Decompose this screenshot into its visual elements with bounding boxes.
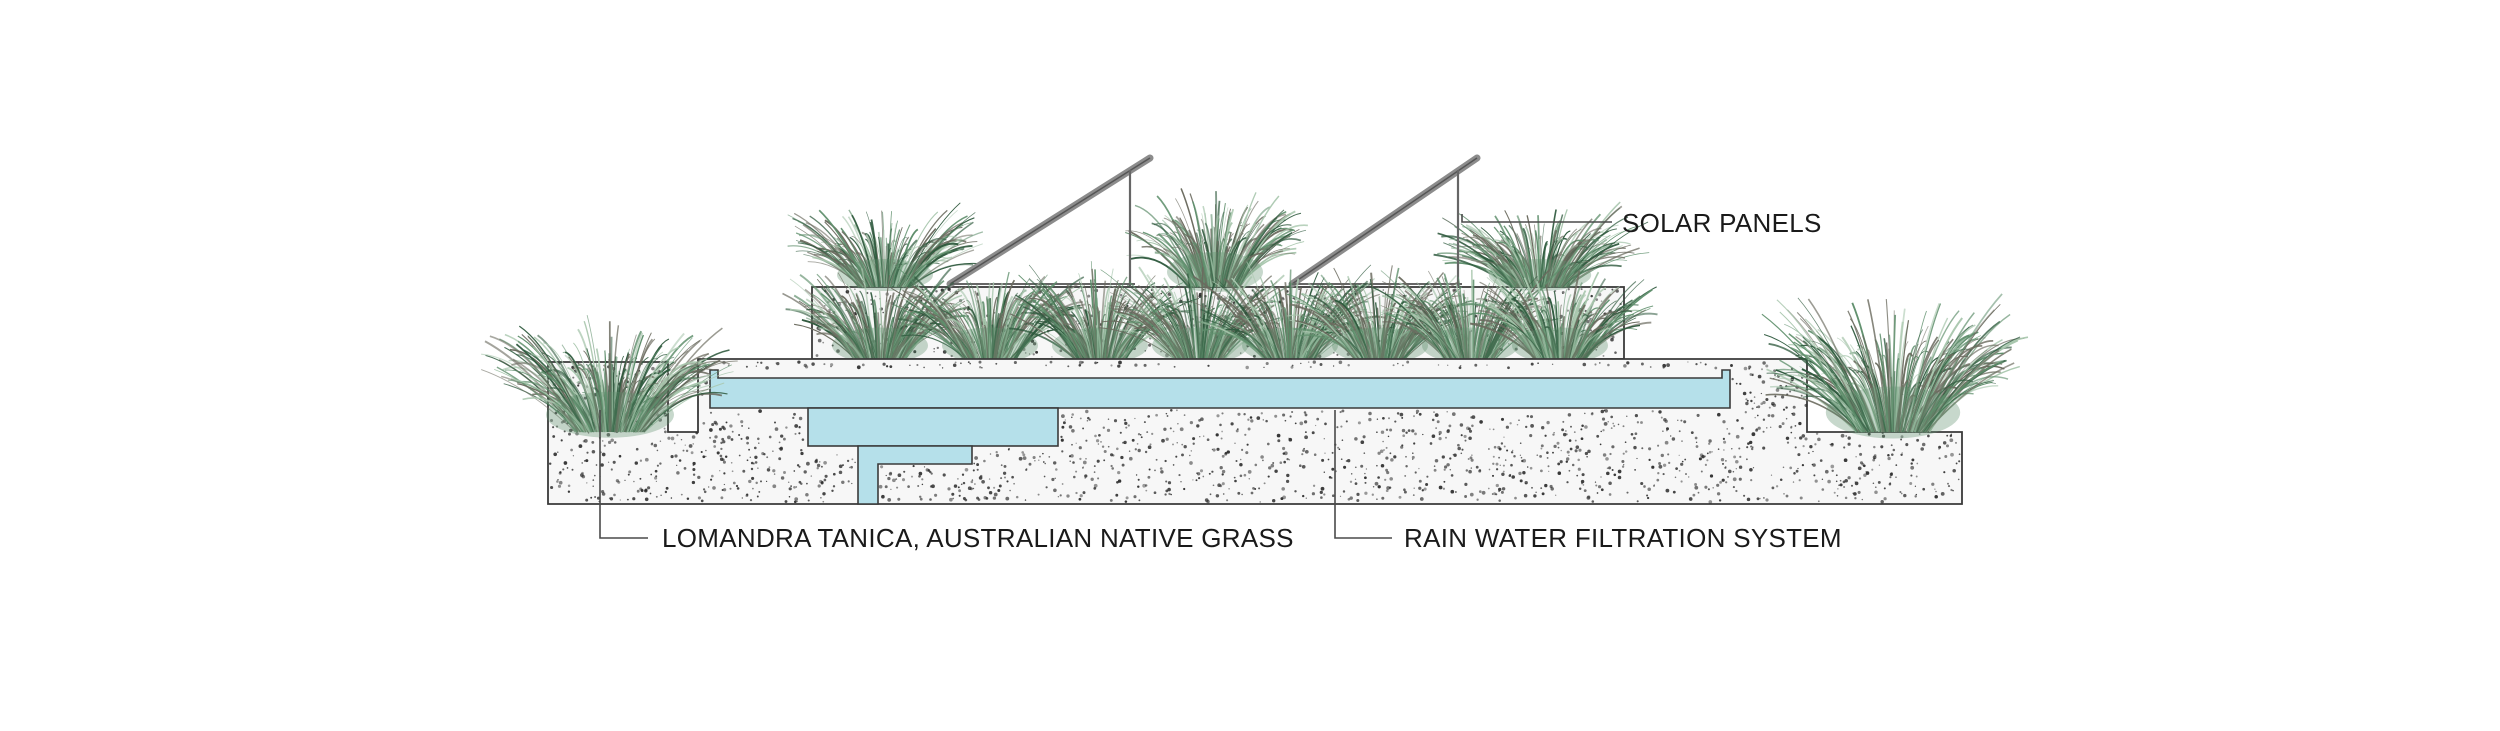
rain-water-filtration-system	[709, 369, 1731, 505]
grass-clumps-upper-front	[782, 261, 1658, 364]
label-filtration: RAIN WATER FILTRATION SYSTEM	[1404, 523, 1842, 553]
filtration-tank	[807, 407, 1059, 447]
filtration-channel	[709, 369, 1731, 409]
grass-clump-right	[1761, 293, 2029, 439]
label-solar-panels: SOLAR PANELS	[1622, 208, 1822, 238]
leader-lines	[599, 214, 1612, 539]
label-grass: LOMANDRA TANICA, AUSTRALIAN NATIVE GRASS	[662, 523, 1294, 553]
solar-panel-left	[946, 154, 1154, 288]
leader-filtration	[1334, 410, 1392, 539]
grass-clumps-upper-back	[787, 188, 1650, 292]
solar-panel-right-edge	[1291, 157, 1478, 285]
filtration-drain-pipe	[857, 445, 973, 505]
grass-clump-left	[481, 314, 738, 438]
solar-panel-right	[1288, 154, 1481, 288]
solar-panel-left-edge	[949, 157, 1151, 285]
leader-solar-panels	[1461, 214, 1612, 223]
leader-grass	[599, 410, 648, 539]
